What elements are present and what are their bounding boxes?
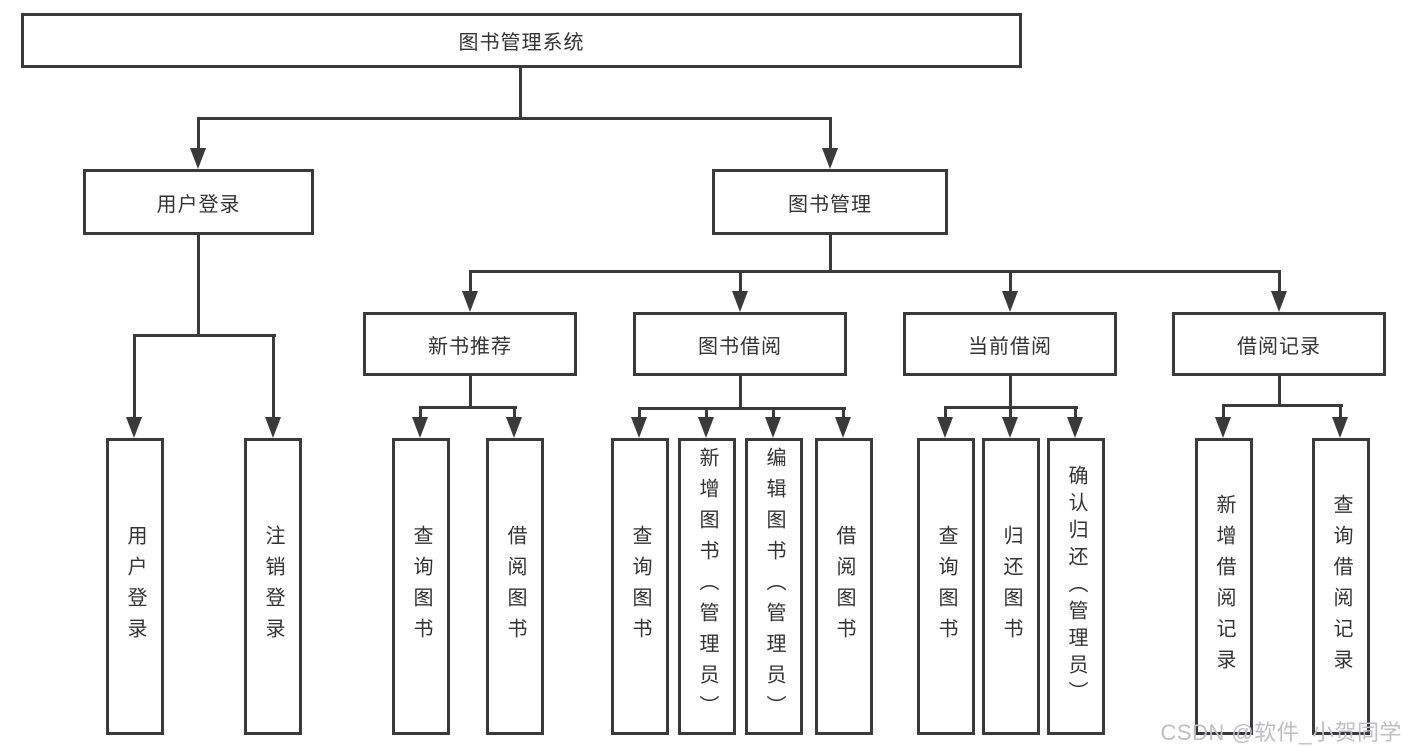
- connector-cb-drop: [944, 406, 947, 420]
- connector-bm-drop: [1009, 270, 1012, 293]
- connector-bb-stem: [739, 376, 742, 410]
- connector-br-stem: [1278, 376, 1281, 407]
- leaf-current-return-books: 归还图书: [982, 438, 1040, 735]
- connector-br-drop: [1222, 404, 1225, 420]
- node-user-login: 用户登录: [83, 169, 314, 235]
- arrow-down-icon: [190, 148, 206, 169]
- connector-nb-drop: [419, 406, 422, 420]
- node-borrow-records: 借阅记录: [1172, 312, 1386, 376]
- arrow-down-icon: [412, 417, 428, 438]
- connector-br-drop: [1339, 404, 1342, 420]
- arrow-down-icon: [1002, 291, 1018, 312]
- node-book-management: 图书管理: [712, 169, 948, 235]
- arrow-down-icon: [265, 417, 281, 438]
- arrow-down-icon: [1271, 291, 1287, 312]
- connector-br-rail: [1222, 404, 1343, 407]
- arrow-down-icon: [698, 417, 714, 438]
- leaf-current-query-books: 查询图书: [917, 438, 975, 735]
- connector-bm-rail: [469, 270, 1281, 273]
- connector-nb-rail: [419, 406, 517, 409]
- connector-cb-stem: [1009, 376, 1012, 409]
- connector-bm-drop: [469, 270, 472, 293]
- arrow-down-icon: [1332, 417, 1348, 438]
- connector-bb-rail: [638, 407, 846, 410]
- leaf-borrow-borrow-books: 借阅图书: [815, 438, 873, 735]
- connector-root-stem: [519, 68, 522, 119]
- connector-nb-drop: [513, 406, 516, 420]
- connector-bm-drop: [739, 270, 742, 293]
- connector-root-drop: [829, 117, 832, 151]
- leaf-records-add-record: 新增借阅记录: [1195, 438, 1253, 735]
- connector-ul-drop: [133, 334, 136, 419]
- leaf-borrow-edit-books-admin: 编辑图书（管理员）: [745, 438, 803, 735]
- connector-root-drop: [197, 117, 200, 151]
- arrow-down-icon: [1067, 417, 1083, 438]
- connector-ul-rail: [133, 334, 276, 337]
- leaf-newbook-borrow-books: 借阅图书: [486, 438, 544, 735]
- connector-root-rail: [197, 117, 831, 120]
- leaf-borrow-query-books: 查询图书: [611, 438, 669, 735]
- node-book-borrow: 图书借阅: [633, 312, 847, 376]
- connector-bm-drop: [1278, 270, 1281, 293]
- arrow-down-icon: [765, 417, 781, 438]
- arrow-down-icon: [822, 148, 838, 169]
- connector-nb-stem: [469, 376, 472, 409]
- connector-bm-stem: [829, 235, 832, 273]
- leaf-current-confirm-return-admin: 确认归还（管理员）: [1047, 438, 1105, 735]
- leaf-newbook-query-books: 查询图书: [392, 438, 450, 735]
- leaf-user-login: 用户登录: [106, 438, 164, 735]
- connector-ul-drop: [272, 334, 275, 419]
- leaf-records-query-record: 查询借阅记录: [1312, 438, 1370, 735]
- csdn-watermark: CSDN @软件_小贺同学: [1160, 720, 1402, 745]
- arrow-down-icon: [631, 417, 647, 438]
- arrow-down-icon: [835, 417, 851, 438]
- connector-ul-stem: [197, 235, 200, 337]
- leaf-borrow-add-books-admin: 新增图书（管理员）: [678, 438, 736, 735]
- leaf-logout: 注销登录: [244, 438, 302, 735]
- connector-bb-drop: [705, 407, 708, 420]
- node-current-borrow: 当前借阅: [903, 312, 1117, 376]
- node-new-book-recommend: 新书推荐: [363, 312, 577, 376]
- arrow-down-icon: [126, 417, 142, 438]
- arrow-down-icon: [1002, 417, 1018, 438]
- connector-bb-drop: [638, 407, 641, 420]
- node-book-management-system: 图书管理系统: [21, 13, 1022, 68]
- connector-cb-drop: [1074, 406, 1077, 420]
- arrow-down-icon: [937, 417, 953, 438]
- arrow-down-icon: [462, 291, 478, 312]
- connector-bb-drop: [772, 407, 775, 420]
- arrow-down-icon: [506, 417, 522, 438]
- connector-cb-drop: [1009, 406, 1012, 420]
- arrow-down-icon: [732, 291, 748, 312]
- connector-bb-drop: [842, 407, 845, 420]
- arrow-down-icon: [1215, 417, 1231, 438]
